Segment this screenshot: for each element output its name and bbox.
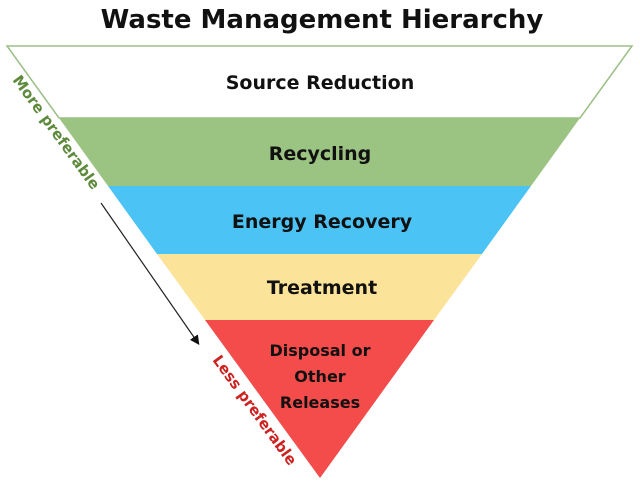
level-disposal [205, 320, 434, 478]
label-disposal-line2: Other [294, 367, 345, 386]
label-source-reduction: Source Reduction [226, 72, 414, 94]
label-energy-recovery: Energy Recovery [232, 211, 413, 233]
level-recycling [59, 118, 580, 186]
diagram-title: Waste Management Hierarchy [101, 5, 544, 35]
direction-arrow [100, 202, 200, 345]
label-disposal-line1: Disposal or [270, 341, 371, 360]
level-treatment [157, 254, 482, 320]
label-recycling: Recycling [269, 143, 372, 165]
label-disposal-line3: Releases [280, 393, 360, 412]
label-treatment: Treatment [267, 277, 377, 299]
level-energy-recovery [108, 186, 531, 254]
